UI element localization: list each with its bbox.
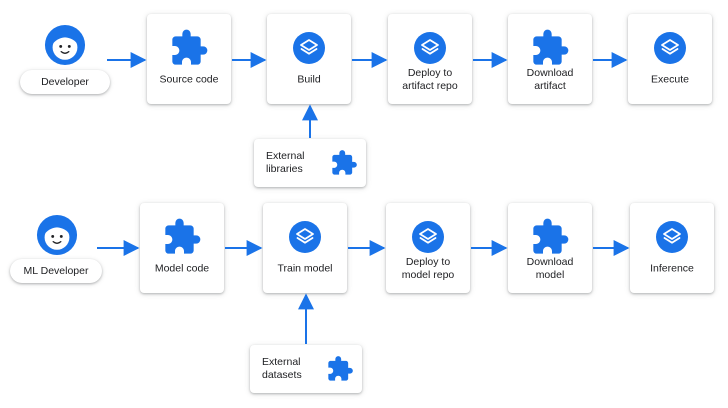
- external-label: External datasets: [262, 356, 302, 381]
- node-label: Source code: [159, 73, 219, 86]
- layers-icon: [293, 32, 325, 64]
- node-label: Execute: [651, 73, 689, 86]
- node-label: Download model: [526, 256, 574, 281]
- node-execute[interactable]: Execute: [628, 14, 712, 104]
- actor-label-developer: Developer: [20, 70, 110, 94]
- node-label: Build: [297, 73, 321, 86]
- layers-icon: [289, 221, 321, 253]
- node-label: Download artifact: [526, 67, 574, 92]
- node-deploy-artifact-repo[interactable]: Deploy to artifact repo: [388, 14, 472, 104]
- external-datasets-card[interactable]: External datasets: [250, 345, 362, 393]
- layers-icon: [414, 32, 446, 64]
- puzzle-icon: [169, 28, 209, 68]
- puzzle-icon: [330, 149, 358, 177]
- node-inference[interactable]: Inference: [630, 203, 714, 293]
- node-download-model[interactable]: Download model: [508, 203, 592, 293]
- node-train-model[interactable]: Train model: [263, 203, 347, 293]
- node-source-code[interactable]: Source code: [147, 14, 231, 104]
- node-build[interactable]: Build: [267, 14, 351, 104]
- developer-avatar-icon: [44, 24, 86, 66]
- node-model-code[interactable]: Model code: [140, 203, 224, 293]
- layers-icon: [412, 221, 444, 253]
- puzzle-icon: [162, 217, 202, 257]
- external-libraries-card[interactable]: External libraries: [254, 139, 366, 187]
- node-label: Model code: [154, 262, 210, 275]
- external-label: External libraries: [266, 150, 305, 175]
- node-label: Inference: [650, 262, 694, 275]
- layers-icon: [656, 221, 688, 253]
- puzzle-icon: [530, 217, 570, 257]
- node-deploy-model-repo[interactable]: Deploy to model repo: [386, 203, 470, 293]
- ml-developer-avatar-icon: [36, 214, 78, 256]
- layers-icon: [654, 32, 686, 64]
- node-label: Deploy to model repo: [401, 256, 455, 281]
- puzzle-icon: [326, 355, 354, 383]
- puzzle-icon: [530, 28, 570, 68]
- node-download-artifact[interactable]: Download artifact: [508, 14, 592, 104]
- node-label: Train model: [277, 262, 333, 275]
- actor-label-ml-developer: ML Developer: [10, 259, 102, 283]
- node-label: Deploy to artifact repo: [402, 67, 458, 92]
